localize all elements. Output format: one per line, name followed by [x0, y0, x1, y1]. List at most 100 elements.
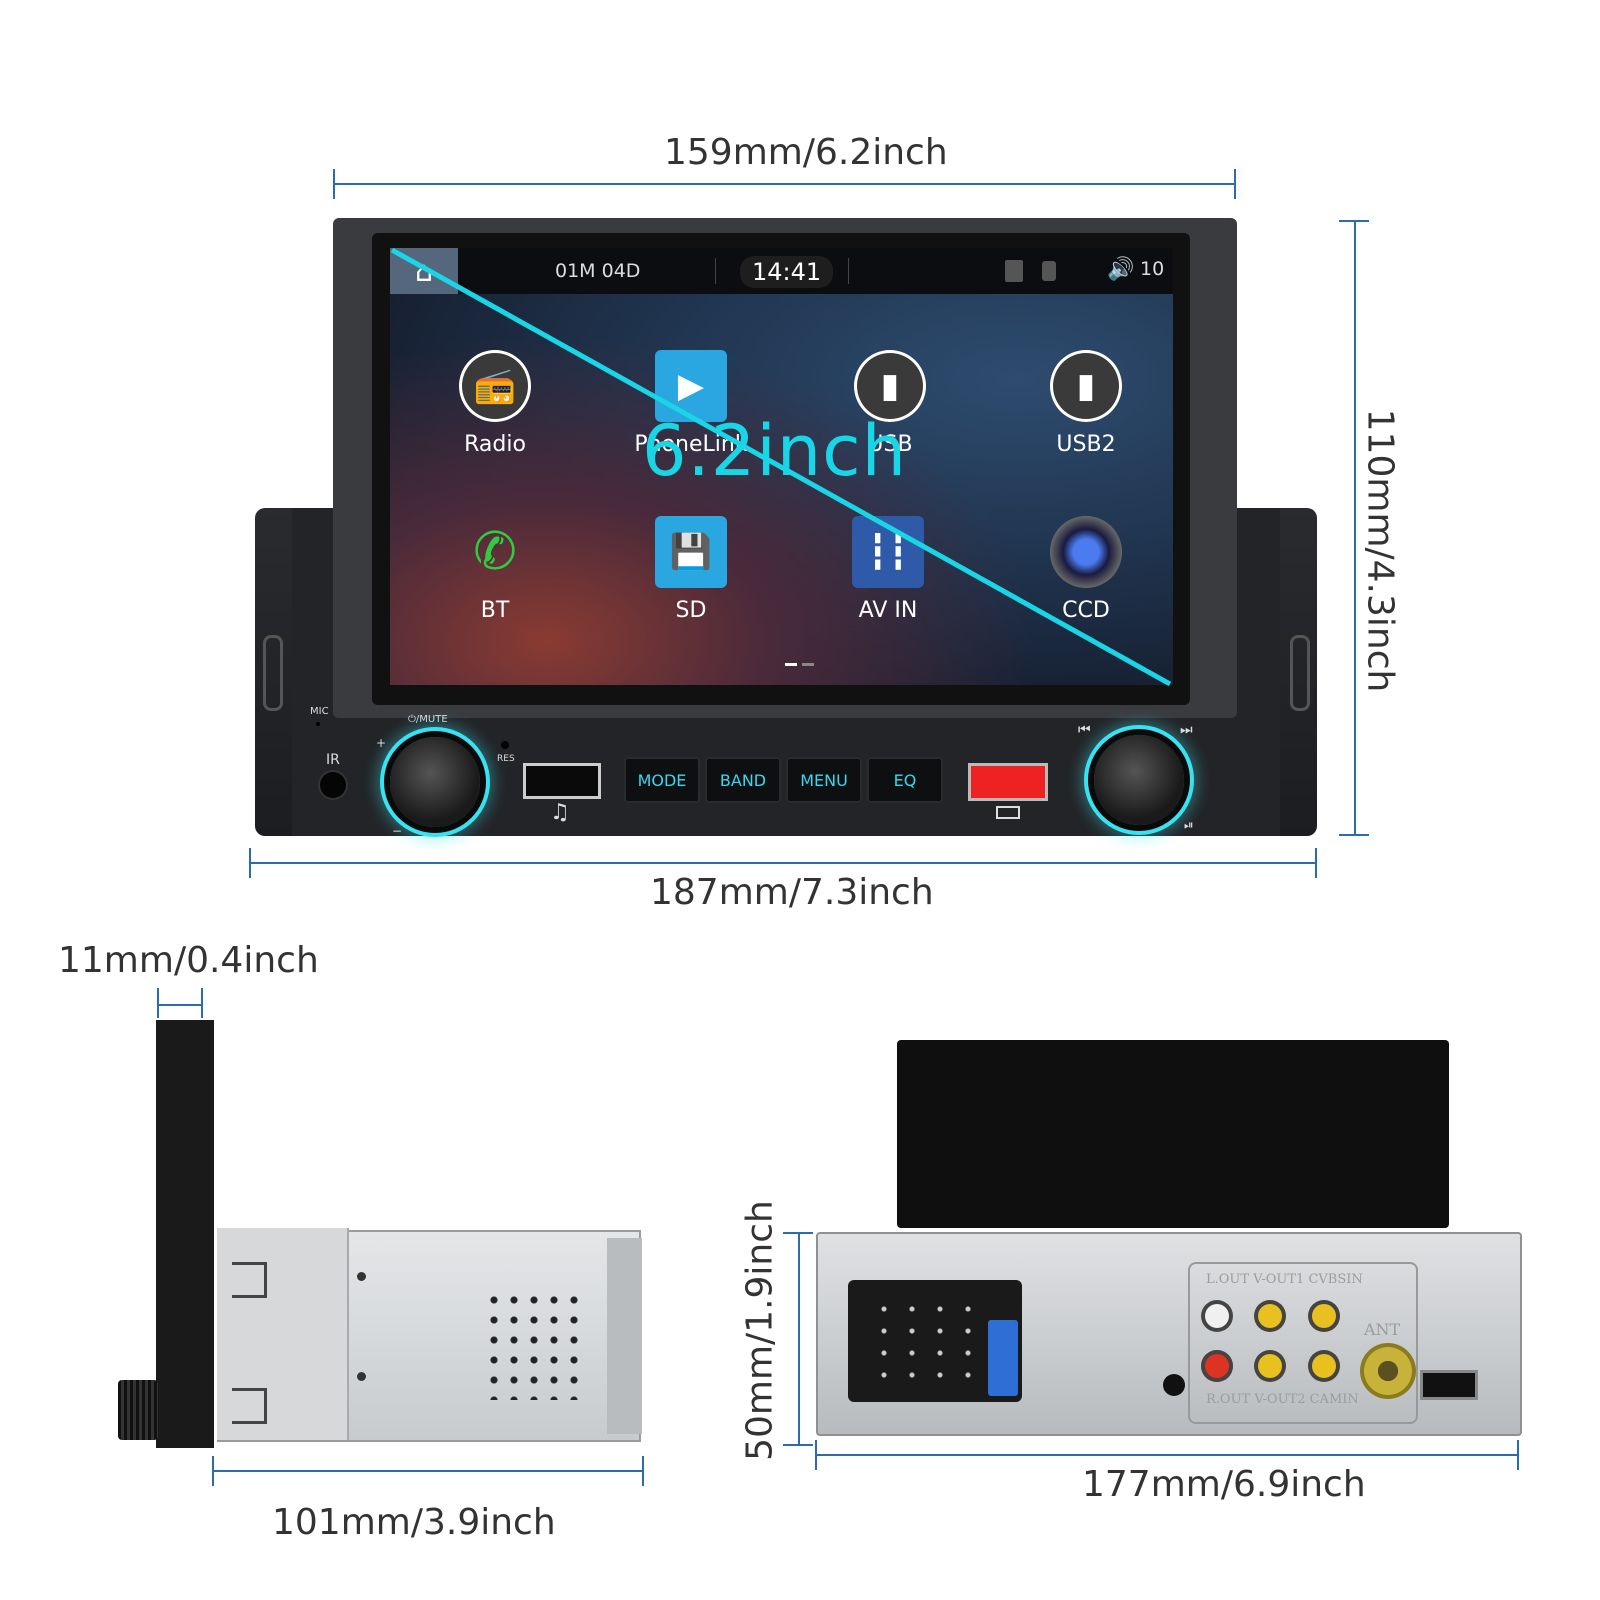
mic-hole: [316, 722, 320, 726]
height-line: [1354, 220, 1356, 836]
chassis-width-line: [816, 1454, 1518, 1456]
minus-label: −: [392, 824, 403, 838]
radio-icon[interactable]: 📻: [459, 350, 531, 422]
sd-card-icon[interactable]: 💾: [655, 516, 727, 588]
tick: [212, 1456, 214, 1486]
mute-label: ⏻/MUTE: [408, 714, 448, 725]
usb2-icon[interactable]: ▮: [1050, 350, 1122, 422]
phonelink-icon[interactable]: ▶: [655, 350, 727, 422]
depth-label: 101mm/3.9inch: [272, 1502, 556, 1543]
chassis-width-label: 177mm/6.9inch: [1082, 1464, 1366, 1505]
battery-icon: [996, 806, 1020, 819]
rear-screen-back: [897, 1040, 1449, 1228]
tick: [333, 169, 335, 199]
screw-hole: [357, 1272, 366, 1281]
page-indicator: [785, 663, 797, 666]
connector-pins: [870, 1298, 980, 1384]
tick: [783, 1232, 813, 1234]
screen-width-line: [334, 183, 1236, 185]
eq-button[interactable]: EQ: [867, 757, 943, 803]
ir-label: IR: [326, 752, 340, 768]
music-note-icon: ♫: [550, 800, 570, 825]
res-label: RES: [497, 754, 515, 764]
tick: [1315, 848, 1317, 878]
usb-status-icon: [1042, 261, 1056, 281]
next-track-icon: ⏭: [1180, 722, 1193, 738]
app-label-radio: Radio: [464, 432, 526, 457]
usb-port-rear: [1420, 1370, 1478, 1400]
camera-icon[interactable]: [1050, 516, 1122, 588]
rca-yellow: [1308, 1300, 1340, 1332]
clock-display: 14:41: [740, 256, 834, 288]
usb-port-front[interactable]: [523, 763, 601, 799]
tuning-knob[interactable]: [1094, 735, 1184, 825]
diagonal-label: 6.2inch: [642, 410, 907, 492]
tick: [201, 988, 203, 1018]
depth-line: [213, 1470, 643, 1472]
ant-label: ANT: [1364, 1320, 1401, 1339]
rear-label-top: L.OUT V-OUT1 CVBSIN: [1206, 1272, 1363, 1287]
app-label-av-in: AV IN: [858, 598, 918, 623]
fuse: [988, 1320, 1018, 1396]
app-label-sd: SD: [675, 598, 707, 623]
rca-yellow: [1308, 1350, 1340, 1382]
mode-button[interactable]: MODE: [624, 757, 700, 803]
audio-jack: [1163, 1374, 1185, 1396]
total-width-label: 187mm/7.3inch: [650, 872, 934, 913]
mic-label: MIC: [310, 706, 329, 717]
tick: [1517, 1440, 1519, 1470]
home-button[interactable]: ⌂: [390, 248, 458, 294]
tick: [1339, 220, 1369, 222]
volume-knob[interactable]: [390, 737, 480, 827]
prev-track-icon: ⏮: [1078, 722, 1091, 738]
knob-side: [118, 1380, 158, 1440]
total-width-line: [250, 862, 1316, 864]
chassis-height-label: 50mm/1.9inch: [739, 1200, 781, 1461]
reset-button[interactable]: [501, 741, 509, 749]
divider: [715, 258, 716, 284]
date-display: 01M 04D: [555, 260, 641, 282]
rca-red: [1201, 1350, 1233, 1382]
screen-width-label: 159mm/6.2inch: [664, 132, 948, 173]
antenna-port: [1360, 1343, 1416, 1399]
charging-usb-port[interactable]: [968, 763, 1048, 801]
tick: [642, 1456, 644, 1486]
volume-icon[interactable]: 🔊: [1107, 257, 1135, 282]
app-label-bt: BT: [480, 598, 510, 623]
vent-left: [263, 635, 283, 711]
tick: [1339, 834, 1369, 836]
app-label-usb2: USB2: [1056, 432, 1116, 457]
band-button[interactable]: BAND: [705, 757, 781, 803]
vent-grid: [484, 1290, 584, 1400]
rca-yellow: [1254, 1350, 1286, 1382]
tick: [249, 848, 251, 878]
bracket-tab: [232, 1262, 267, 1298]
tick: [815, 1440, 817, 1470]
app-label-ccd: CCD: [1062, 598, 1110, 623]
volume-level: 10: [1140, 258, 1165, 280]
menu-button[interactable]: MENU: [786, 757, 862, 803]
tick: [783, 1444, 813, 1446]
tick: [1234, 169, 1236, 199]
screw-hole: [357, 1372, 366, 1381]
rear-label-bottom: R.OUT V-OUT2 CAMIN: [1206, 1392, 1359, 1407]
tick: [157, 988, 159, 1018]
side-rear-plate: [607, 1238, 642, 1434]
faceplate-side: [156, 1020, 214, 1448]
play-pause-icon: ⏯: [1184, 818, 1194, 832]
chassis-height-line: [798, 1232, 800, 1446]
plus-label: +: [376, 736, 387, 750]
thickness-label: 11mm/0.4inch: [58, 940, 319, 981]
rca-white: [1201, 1300, 1233, 1332]
bracket-tab: [232, 1388, 267, 1424]
usb-icon[interactable]: ▮: [854, 350, 926, 422]
rca-yellow: [1254, 1300, 1286, 1332]
ir-sensor: [320, 772, 346, 798]
thickness-line: [158, 1004, 202, 1006]
phone-icon[interactable]: ✆: [473, 522, 517, 582]
output-panel: [1188, 1262, 1418, 1424]
divider: [848, 258, 849, 284]
vent-right: [1290, 635, 1310, 711]
page-indicator: [802, 663, 814, 666]
app-label-usb: USB: [867, 432, 913, 457]
